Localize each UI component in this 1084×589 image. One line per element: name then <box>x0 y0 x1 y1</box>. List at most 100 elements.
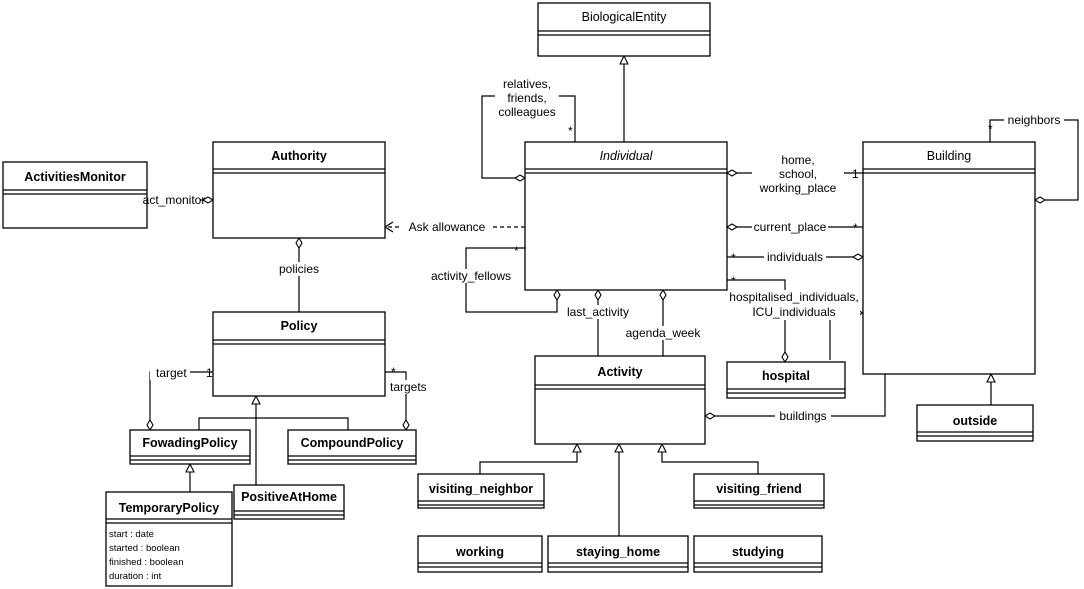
activity-fellows-label: activity_fellows <box>431 269 511 283</box>
class-name: working <box>455 545 504 559</box>
generalization-arrow-icon <box>657 442 667 453</box>
targets-association-line <box>385 371 407 420</box>
hospital-generalization-line <box>829 312 855 360</box>
attribute-finished: finished : boolean <box>109 557 183 568</box>
class-name: CompoundPolicy <box>301 436 404 450</box>
class-authority[interactable]: Authority <box>212 141 386 239</box>
aggregation-diamond-icon <box>402 418 410 432</box>
multiplicity-star: * <box>731 274 736 288</box>
attribute-duration: duration : int <box>109 571 162 582</box>
class-forwading-policy[interactable]: FowadingPolicy <box>129 429 251 465</box>
class-temporary-policy[interactable]: TemporaryPolicy start : date started : b… <box>105 491 233 587</box>
aggregation-diamond-icon <box>146 418 154 432</box>
class-name: Individual <box>600 149 654 163</box>
colleagues-label: colleagues <box>498 105 555 119</box>
generalization-arrow-icon <box>251 394 261 405</box>
class-name: FowadingPolicy <box>142 436 237 450</box>
buildings-label: buildings <box>779 409 826 423</box>
multiplicity-star: * <box>731 251 736 265</box>
class-visiting-neighbor[interactable]: visiting_neighbor <box>417 473 545 509</box>
aggregation-diamond-icon <box>594 288 602 302</box>
aggregation-diamond-icon <box>295 236 303 250</box>
aggregation-diamond-icon <box>703 412 717 420</box>
class-name: visiting_friend <box>716 482 801 496</box>
relatives-association-line <box>481 95 576 179</box>
class-name: visiting_neighbor <box>429 482 533 496</box>
class-positive-at-home[interactable]: PositiveAtHome <box>233 484 345 520</box>
multiplicity-star: * <box>853 221 858 235</box>
aggregation-diamond-icon <box>781 350 789 364</box>
working-place-label: working_place <box>759 181 837 195</box>
policies-label: policies <box>279 262 319 276</box>
attribute-start: start : date <box>109 529 154 540</box>
aggregation-diamond-icon <box>725 169 739 177</box>
generalization-arrow-icon <box>619 54 629 65</box>
hospitalised-label: hospitalised_individuals, <box>729 290 858 304</box>
aggregation-diamond-icon <box>553 288 561 302</box>
aggregation-diamond-icon <box>659 288 667 302</box>
multiplicity-star: * <box>391 365 396 379</box>
activity-fellows-line <box>465 247 558 313</box>
current-place-label: current_place <box>754 220 827 234</box>
neighbors-label: neighbors <box>1008 113 1061 127</box>
visiting-neighbor-generalization-line <box>479 452 578 474</box>
class-staying-home[interactable]: staying_home <box>547 535 689 573</box>
icu-label: ICU_individuals <box>752 305 835 319</box>
hospitalised-association-line <box>727 279 786 352</box>
generalization-arrow-icon <box>986 372 996 383</box>
school-label: school, <box>779 167 817 181</box>
aggregation-diamond-icon <box>851 253 865 261</box>
class-compound-policy[interactable]: CompoundPolicy <box>287 429 417 465</box>
multiplicity-one: 1 <box>206 366 213 380</box>
class-name: BiologicalEntity <box>582 10 668 24</box>
class-name: hospital <box>762 369 810 383</box>
class-hospital[interactable]: hospital <box>726 361 846 399</box>
buildings-association-line <box>715 374 886 417</box>
class-studying[interactable]: studying <box>693 535 823 573</box>
generalization-arrow-icon <box>572 442 582 453</box>
class-biological-entity[interactable]: BiologicalEntity <box>537 2 711 57</box>
class-policy[interactable]: Policy <box>212 311 386 397</box>
target-label: target <box>156 366 187 380</box>
friends-label: friends, <box>507 91 546 105</box>
visiting-friend-generalization-line <box>661 452 759 474</box>
neighbors-association-line <box>989 119 1079 201</box>
policy-generalization-branch <box>198 417 349 430</box>
aggregation-diamond-icon <box>1033 196 1047 204</box>
class-name: TemporaryPolicy <box>119 501 220 515</box>
class-activity[interactable]: Activity <box>534 355 706 445</box>
class-individual[interactable]: Individual <box>524 141 728 291</box>
aggregation-diamond-icon <box>513 174 527 182</box>
targets-label: targets <box>390 380 427 394</box>
class-name: staying_home <box>576 545 660 559</box>
class-name: Building <box>927 149 972 163</box>
individuals-label: individuals <box>767 250 823 264</box>
class-name: Policy <box>281 319 318 333</box>
multiplicity-one: 1 <box>852 167 859 181</box>
generalization-arrow-icon <box>185 462 195 473</box>
class-activities-monitor[interactable]: ActivitiesMonitor <box>2 161 148 229</box>
multiplicity-star: * <box>988 122 993 136</box>
class-working[interactable]: working <box>417 535 543 573</box>
class-building[interactable]: Building <box>862 141 1036 375</box>
class-visiting-friend[interactable]: visiting_friend <box>693 473 825 509</box>
relatives-label: relatives, <box>503 77 551 91</box>
aggregation-diamond-icon <box>201 196 215 204</box>
multiplicity-star: * <box>568 124 573 138</box>
act-monitor-label: act_monitor <box>143 193 206 207</box>
class-name: Authority <box>271 149 327 163</box>
class-name: PositiveAtHome <box>241 490 337 504</box>
class-name: outside <box>953 414 997 428</box>
class-outside[interactable]: outside <box>916 404 1034 442</box>
multiplicity-star: * <box>514 244 519 258</box>
agenda-week-label: agenda_week <box>626 326 702 340</box>
generalization-arrow-icon <box>614 442 624 453</box>
last-activity-label: last_activity <box>567 305 629 319</box>
ask-allowance-label: Ask allowance <box>409 220 486 234</box>
class-name: Activity <box>597 365 642 379</box>
attribute-started: started : boolean <box>109 543 180 554</box>
home-label: home, <box>781 153 814 167</box>
class-name: studying <box>732 545 784 559</box>
aggregation-diamond-icon <box>725 223 739 231</box>
